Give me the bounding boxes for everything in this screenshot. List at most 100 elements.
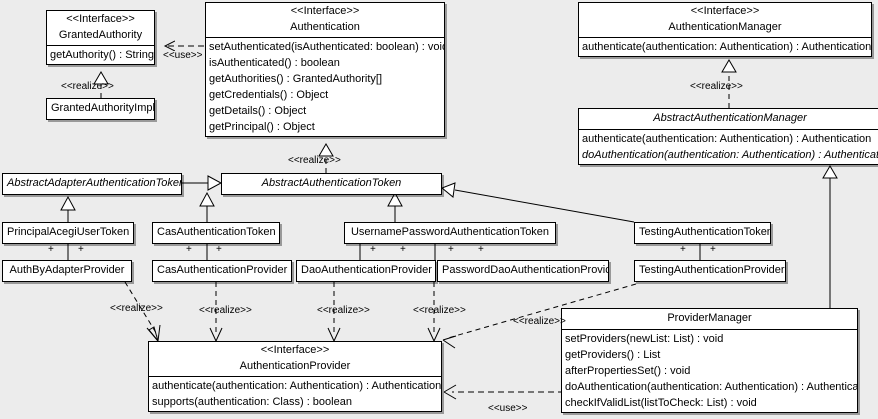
class-header: AbstractAuthenticationManager — [579, 109, 878, 129]
member-row: getCredentials() : Object — [209, 89, 329, 101]
edge-testingauthenticationtoken-extends-abstracttoken — [441, 182, 635, 223]
member-row: setProviders(newList: List) : void — [565, 333, 724, 345]
class-name: AbstractAuthenticationManager — [653, 112, 807, 124]
class-name: GrantedAuthority — [58, 29, 143, 41]
class-name: AuthenticationProvider — [239, 360, 351, 372]
class-header: CasAuthenticationProvider — [153, 261, 291, 281]
class-name: AuthenticationManager — [668, 21, 782, 33]
class-abstract-adapter-authentication-token[interactable]: AbstractAdapterAuthenticationToken — [2, 173, 182, 195]
class-name: PasswordDaoAuthenticationProvider — [442, 264, 609, 276]
stereotype-label: <<Interface>> — [260, 344, 330, 356]
edge-label-realize-cas-authentication-provider: <<realize>> — [199, 305, 252, 316]
class-name: DaoAuthenticationProvider — [301, 264, 432, 276]
stereotype-label: <<Interface>> — [290, 5, 360, 17]
class-name: AuthByAdapterProvider — [9, 264, 125, 276]
class-header: DaoAuthenticationProvider — [297, 261, 435, 281]
edge-label-use-granted-authority: <<use>> — [163, 50, 203, 61]
edge-label-realize-dao-authentication-provider: <<realize>> — [317, 305, 370, 316]
association-plus: + — [680, 244, 686, 255]
member-row: getDetails() : Object — [209, 105, 307, 117]
association-plus: + — [448, 244, 454, 255]
member-row: authenticate(authentication: Authenticat… — [582, 133, 872, 145]
class-password-dao-authentication-provider[interactable]: PasswordDaoAuthenticationProvider — [437, 260, 609, 282]
class-name: CasAuthenticationToken — [157, 226, 276, 238]
association-plus: + — [478, 244, 484, 255]
class-header: ProviderManager — [562, 309, 857, 329]
member-row: getPrincipal() : Object — [209, 121, 315, 133]
class-principal-acegi-user-token[interactable]: PrincipalAcegiUserToken — [2, 222, 134, 244]
association-plus: + — [370, 244, 376, 255]
class-name: GrantedAuthorityImpl — [51, 102, 155, 114]
class-name: AbstractAdapterAuthenticationToken — [7, 177, 182, 189]
class-members: setProviders(newList: List) : void getPr… — [562, 329, 857, 412]
edge-label-realize-granted-authority-impl: <<realize>> — [61, 81, 114, 92]
class-members: authenticate(authentication: Authenticat… — [579, 129, 878, 164]
member-row: checkIfValidList(listToCheck: List) : vo… — [565, 397, 757, 409]
class-header: PasswordDaoAuthenticationProvider — [438, 261, 608, 281]
member-row: getAuthority() : String — [50, 49, 154, 61]
association-plus: + — [400, 244, 406, 255]
class-name: Authentication — [290, 21, 360, 33]
class-name: ProviderManager — [667, 312, 752, 324]
class-header: <<Interface>> AuthenticationManager — [579, 3, 871, 37]
class-granted-authority[interactable]: <<Interface>> GrantedAuthority getAuthor… — [46, 10, 155, 65]
edge-principalacegiusertoken-extends-abstractadaptertoken — [60, 195, 76, 222]
class-abstract-authentication-manager[interactable]: AbstractAuthenticationManager authentica… — [578, 108, 878, 165]
association-plus: + — [216, 244, 222, 255]
class-header: AbstractAuthenticationToken — [222, 174, 441, 194]
member-row: authenticate(authentication: Authenticat… — [582, 41, 872, 53]
class-username-password-authentication-token[interactable]: UsernamePasswordAuthenticationToken — [344, 222, 556, 244]
edge-label-use-provider-manager: <<use>> — [488, 403, 528, 414]
association-plus: + — [78, 244, 84, 255]
edge-casauthenticationtoken-extends-abstracttoken — [199, 191, 215, 222]
class-auth-by-adapter-provider[interactable]: AuthByAdapterProvider — [2, 260, 132, 282]
edge-abstractadaptertoken-extends-abstracttoken — [182, 175, 223, 191]
class-header: TestingAuthenticationToken — [635, 223, 770, 243]
edge-label-realize-abstract-authentication-token: <<realize>> — [288, 155, 341, 166]
stereotype-label: <<Interface>> — [66, 13, 135, 25]
member-row: doAuthentication(authentication: Authent… — [582, 149, 878, 161]
member-row: getAuthorities() : GrantedAuthority[] — [209, 73, 383, 85]
class-cas-authentication-provider[interactable]: CasAuthenticationProvider — [152, 260, 292, 282]
class-header: AuthByAdapterProvider — [3, 261, 131, 281]
class-authentication[interactable]: <<Interface>> Authentication setAuthenti… — [205, 2, 445, 137]
class-authentication-manager[interactable]: <<Interface>> AuthenticationManager auth… — [578, 2, 872, 57]
class-header: <<Interface>> GrantedAuthority — [47, 11, 154, 45]
class-header: <<Interface>> Authentication — [206, 3, 444, 37]
class-testing-authentication-token[interactable]: TestingAuthenticationToken — [634, 222, 771, 244]
edge-label-realize-password-dao-authentication-provider: <<realize>> — [413, 305, 466, 316]
class-members: getAuthority() : String — [47, 45, 154, 64]
class-members: authenticate(authentication: Authenticat… — [579, 37, 871, 56]
class-header: PrincipalAcegiUserToken — [3, 223, 133, 243]
member-row: supports(authentication: Class) : boolea… — [152, 396, 352, 408]
class-abstract-authentication-token[interactable]: AbstractAuthenticationToken — [221, 173, 442, 195]
member-row: authenticate(authentication: Authenticat… — [152, 380, 442, 392]
association-plus: + — [48, 244, 54, 255]
class-authentication-provider[interactable]: <<Interface>> AuthenticationProvider aut… — [148, 341, 442, 412]
class-testing-authentication-provider[interactable]: TestingAuthenticationProvider — [634, 260, 786, 282]
edge-usernamepasswordtoken-extends-abstracttoken — [387, 191, 403, 222]
member-row: afterPropertiesSet() : void — [565, 365, 691, 377]
class-name: UsernamePasswordAuthenticationToken — [350, 226, 550, 238]
class-header: TestingAuthenticationProvider — [635, 261, 785, 281]
class-header: CasAuthenticationToken — [153, 223, 279, 243]
class-name: PrincipalAcegiUserToken — [7, 226, 130, 238]
class-provider-manager[interactable]: ProviderManager setProviders(newList: Li… — [561, 308, 858, 413]
class-granted-authority-impl[interactable]: GrantedAuthorityImpl — [46, 98, 155, 120]
edge-label-realize-auth-by-adapter-provider: <<realize>> — [110, 303, 163, 314]
edge-label-realize-abstract-authentication-manager: <<realize>> — [690, 81, 743, 92]
association-plus: + — [710, 244, 716, 255]
edge-providermanager-extends-abstractauthenticationmanager — [822, 165, 838, 308]
class-dao-authentication-provider[interactable]: DaoAuthenticationProvider — [296, 260, 436, 282]
class-header: GrantedAuthorityImpl — [47, 99, 154, 119]
class-members: setAuthenticated(isAuthenticated: boolea… — [206, 37, 444, 136]
member-row: getProviders() : List — [565, 349, 661, 361]
member-row: doAuthentication(authentication: Authent… — [565, 381, 858, 393]
edge-label-realize-provider-manager: <<realize>> — [513, 316, 566, 327]
class-name: CasAuthenticationProvider — [157, 264, 288, 276]
class-header: <<Interface>> AuthenticationProvider — [149, 342, 441, 376]
class-name: TestingAuthenticationToken — [639, 226, 771, 238]
class-members: authenticate(authentication: Authenticat… — [149, 376, 441, 411]
class-cas-authentication-token[interactable]: CasAuthenticationToken — [152, 222, 280, 244]
